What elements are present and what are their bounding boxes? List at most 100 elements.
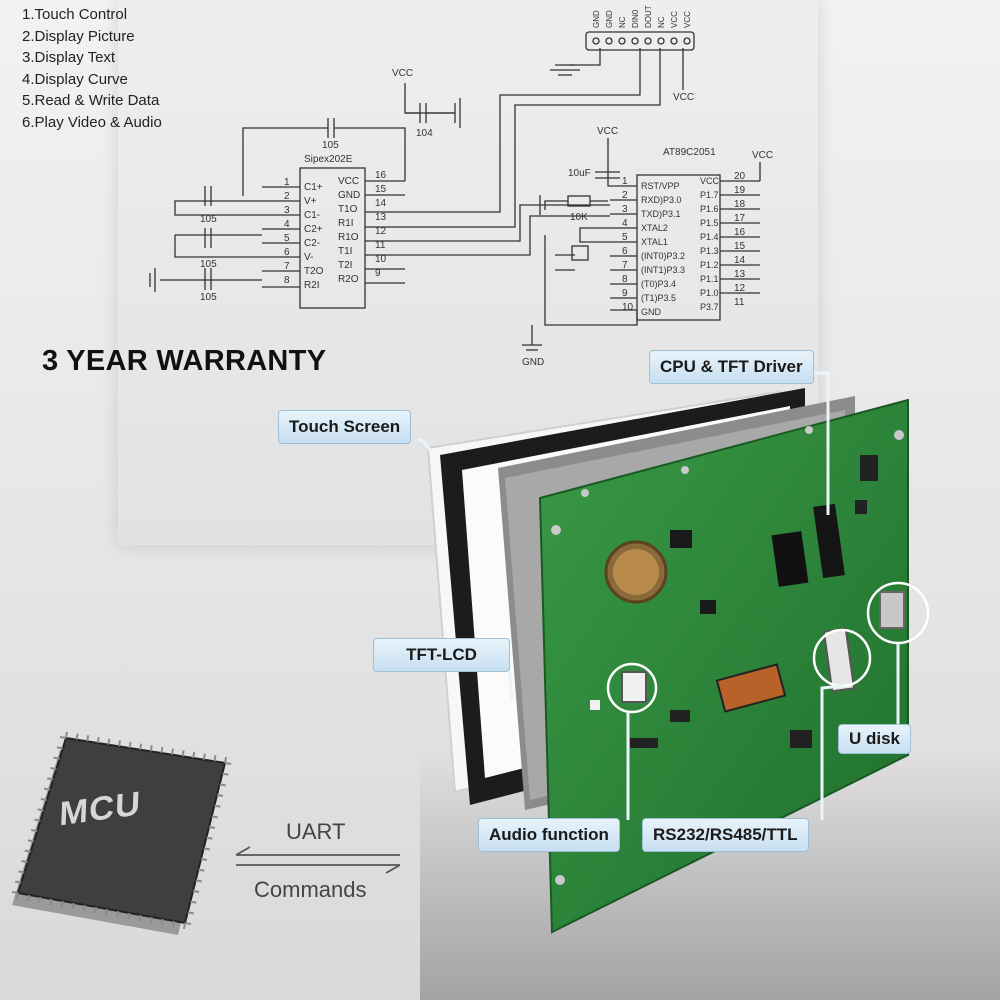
label-10k: 10K [570,212,588,223]
sipex-pin-label: GND [338,190,360,201]
mcu-pin [160,918,164,926]
at89-pin-label: P1.3 [700,246,719,256]
highlight-audio [606,662,658,714]
feature-item: 3.Display Text [22,49,116,66]
mcu-pin [27,839,35,843]
crystal [571,245,589,261]
mcu-pin [96,736,100,744]
mcu-pin [149,745,153,752]
at89-pin-number: 15 [734,241,746,252]
at89-pin-label: VCC [700,176,720,186]
feature-item: 5.Read & Write Data [22,92,160,109]
mcu-pin [59,736,67,739]
at89-pin-label: (INT0)P3.2 [641,251,685,261]
mcu-pin [24,849,31,853]
sipex-pin-number: 14 [375,198,387,209]
at89-pin-number: 13 [734,269,746,280]
at89-pin-number: 7 [622,260,628,271]
at89-pin-number: 9 [622,288,628,299]
pcb-components [551,426,905,885]
mcu-pin [219,783,226,787]
mcu-pin [138,914,142,922]
at89-pin-number: 1 [622,176,628,187]
wire-vcc-at [607,138,610,187]
mcu-pin [187,911,194,915]
sipex-pin-number: 16 [375,170,387,181]
callout-cpu-tft-driver: CPU & TFT Driver [649,350,814,384]
mcu-pin [222,772,229,776]
at89-pin-label: P1.7 [700,190,719,200]
label-c105-b: 105 [200,214,217,225]
sipex-pin-number: 11 [375,240,386,251]
header-pins [592,37,691,45]
sipex-pin-label: R1O [338,232,359,243]
wire-crystal [579,227,610,243]
wire-gnd-header [570,48,601,66]
commands-label: Commands [254,877,367,902]
label-c105-d: 105 [200,292,217,303]
at89-pin-number: 17 [734,213,746,224]
mcu-pin [21,860,28,863]
sipex-pin-number: 3 [284,205,290,216]
sipex-pin-label: R2O [338,274,359,285]
mcu-pin [224,762,232,765]
mcu-pin [224,756,227,764]
at89-pin-number: 18 [734,199,746,210]
sipex-pin-label: VCC [338,176,359,187]
at89-pin-number: 3 [622,204,628,215]
mcu-pin [53,756,60,760]
sipex-pin-label: T1I [338,246,352,257]
header-pin-label: NC [618,16,627,28]
mcu-pin [47,777,54,781]
sipex-pin-number: 4 [284,219,290,230]
mcu-pin [202,753,206,760]
at89-pin-number: 10 [622,302,634,313]
cpu-chip [771,531,809,587]
at89-pin-label: P1.6 [700,204,719,214]
at89-pin-number: 8 [622,274,628,285]
mcu-pin [37,808,44,812]
header-pin-label: GND [605,10,614,28]
at89-pin-number: 11 [734,297,745,308]
sipex-pin-label: R1I [338,218,354,229]
mcu-pin [190,900,197,904]
sipex-left-leads [262,186,300,288]
label-c105-c: 105 [200,259,217,270]
mcu-pin [206,836,213,840]
mcu-chip [12,736,227,935]
mcu-pin [198,868,205,872]
wire-rx2 [405,204,610,242]
wire-tx2 [405,215,610,256]
at89-pin-number: 2 [622,190,628,201]
mcu-pin [15,880,22,884]
mcu-pin [195,879,202,883]
mcu-pin [34,818,41,822]
mcu-pin [43,787,51,791]
sipex-pin-label: V+ [304,196,317,207]
at89-pin-label: RST/VPP [641,181,680,191]
mcu-pin [184,922,192,925]
mcu-pin [183,922,186,930]
pcb-board [538,398,909,934]
sipex-pin-label: T1O [338,204,358,215]
sipex-pin-number: 2 [284,191,290,202]
sipex-pin-number: 8 [284,275,290,286]
label-vcc-2: VCC [597,126,618,137]
feature-item: 4.Display Curve [22,70,128,88]
header-pin-label: VCC [670,11,679,28]
label-vcc-4: VCC [673,92,694,103]
mcu-pin [216,794,224,797]
wire-rx [400,48,661,228]
at89-chip [636,174,721,321]
sipex-pin-label: C1- [304,210,320,221]
label-vcc-1: VCC [392,68,413,79]
mcu-pin [18,870,25,874]
mcu-pin [11,891,19,894]
at89-pin-label: P1.0 [700,288,719,298]
label-c105-a: 105 [322,140,339,151]
mcu-pin [71,902,75,910]
mcu-pin [107,738,111,745]
sipex-pin-number: 7 [284,261,290,272]
